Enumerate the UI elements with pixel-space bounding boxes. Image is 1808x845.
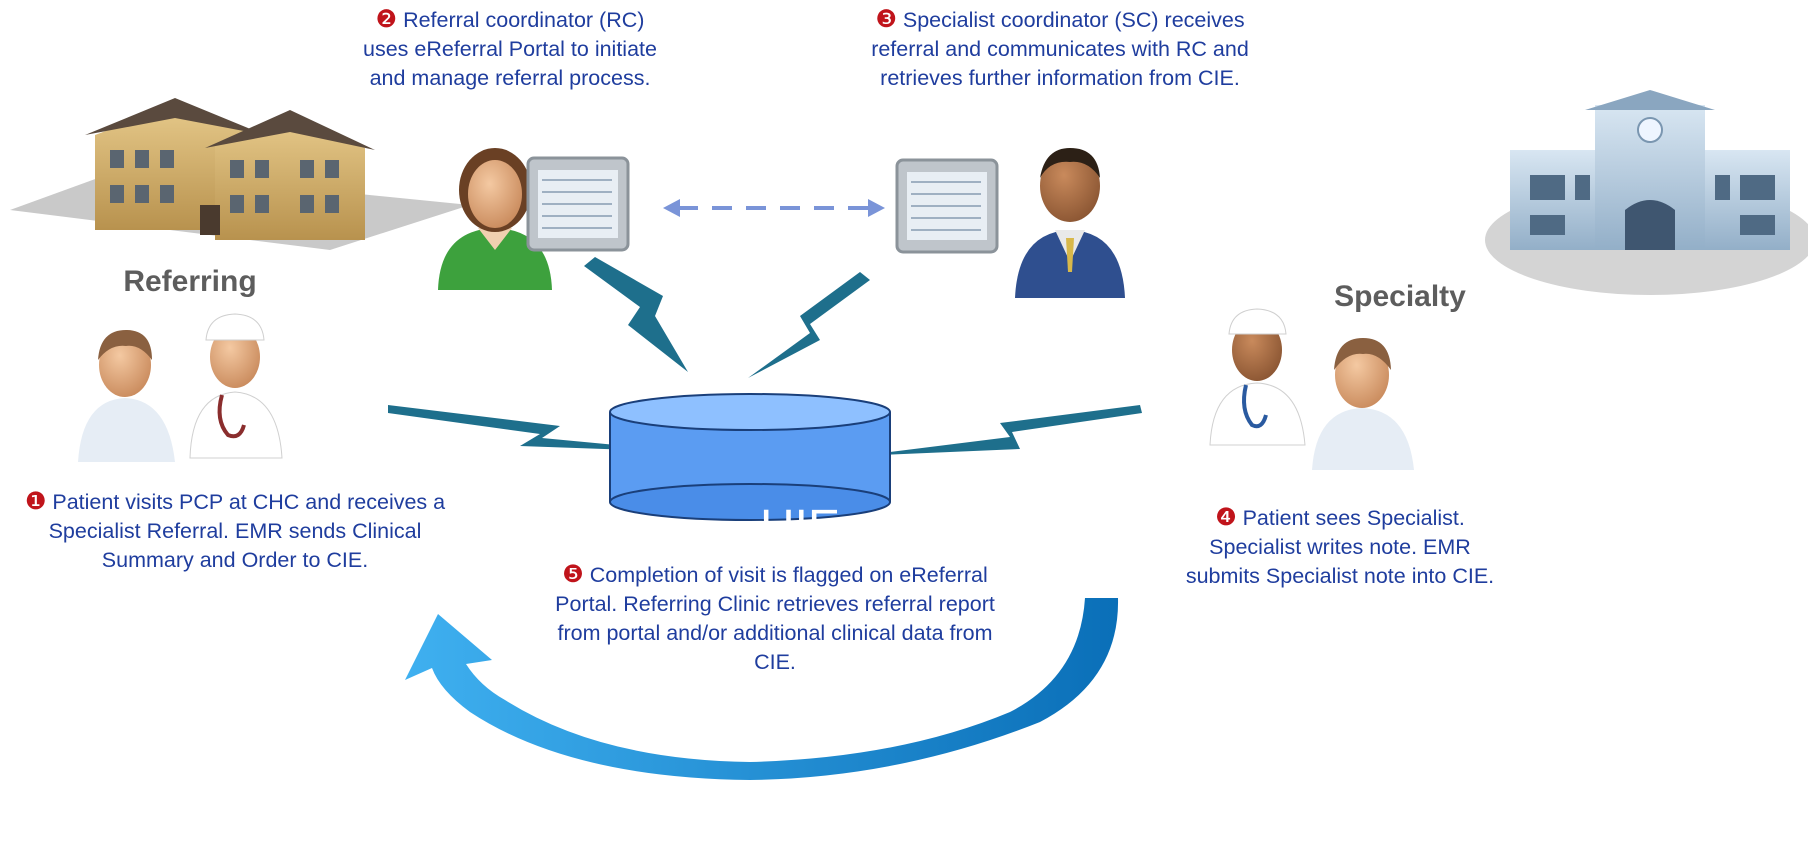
step-1-text: Patient visits PCP at CHC and receives a… xyxy=(48,490,446,572)
step-4-label: ❹ Patient sees Specialist. Specialist wr… xyxy=(1175,503,1505,591)
referring-link-lightning xyxy=(388,405,690,452)
rc-link-lightning xyxy=(584,257,688,372)
step-3-number: ❸ xyxy=(875,6,897,33)
step-5-number: ❺ xyxy=(562,561,584,588)
step-3-text: Specialist coordinator (SC) receives ref… xyxy=(871,8,1249,90)
specialty-hospital-building-icon xyxy=(1485,90,1808,295)
referring-doctor-icon xyxy=(189,313,283,459)
data-link-lightning-group xyxy=(388,257,1142,456)
hie-database-cylinder xyxy=(609,393,891,521)
step-1-label: ❶ Patient visits PCP at CHC and receives… xyxy=(0,487,470,575)
step-1-number: ❶ xyxy=(24,488,47,515)
hie-label: HIE xyxy=(759,501,840,554)
step-5-label: ❺ Completion of visit is flagged on eRef… xyxy=(555,560,995,677)
specialty-link-lightning xyxy=(858,405,1142,456)
referring-clinic-building-icon xyxy=(10,98,470,250)
step-4-number: ❹ xyxy=(1215,504,1237,531)
specialist-coordinator-avatar-icon xyxy=(1015,148,1125,298)
referring-site-label: Referring xyxy=(123,265,257,298)
coordinator-communication-arrow xyxy=(663,199,885,217)
step-5-text: Completion of visit is flagged on eRefer… xyxy=(555,563,995,674)
sc-link-lightning xyxy=(748,272,870,378)
step-2-label: ❷ Referral coordinator (RC) uses eReferr… xyxy=(360,5,660,93)
step-2-text: Referral coordinator (RC) uses eReferral… xyxy=(363,8,657,90)
step-3-label: ❸ Specialist coordinator (SC) receives r… xyxy=(860,5,1260,93)
specialty-site-label: Specialty xyxy=(1334,280,1466,313)
step-4-text: Patient sees Specialist. Specialist writ… xyxy=(1185,506,1495,588)
referral-coordinator-avatar-icon xyxy=(438,148,552,290)
referring-patient-icon xyxy=(78,330,175,462)
specialty-doctor-icon xyxy=(1209,308,1306,446)
ereferral-portal-screen-icon xyxy=(526,156,630,252)
specialist-portal-screen-icon xyxy=(895,158,999,254)
specialty-patient-icon xyxy=(1312,338,1414,470)
step-2-number: ❷ xyxy=(375,6,398,33)
